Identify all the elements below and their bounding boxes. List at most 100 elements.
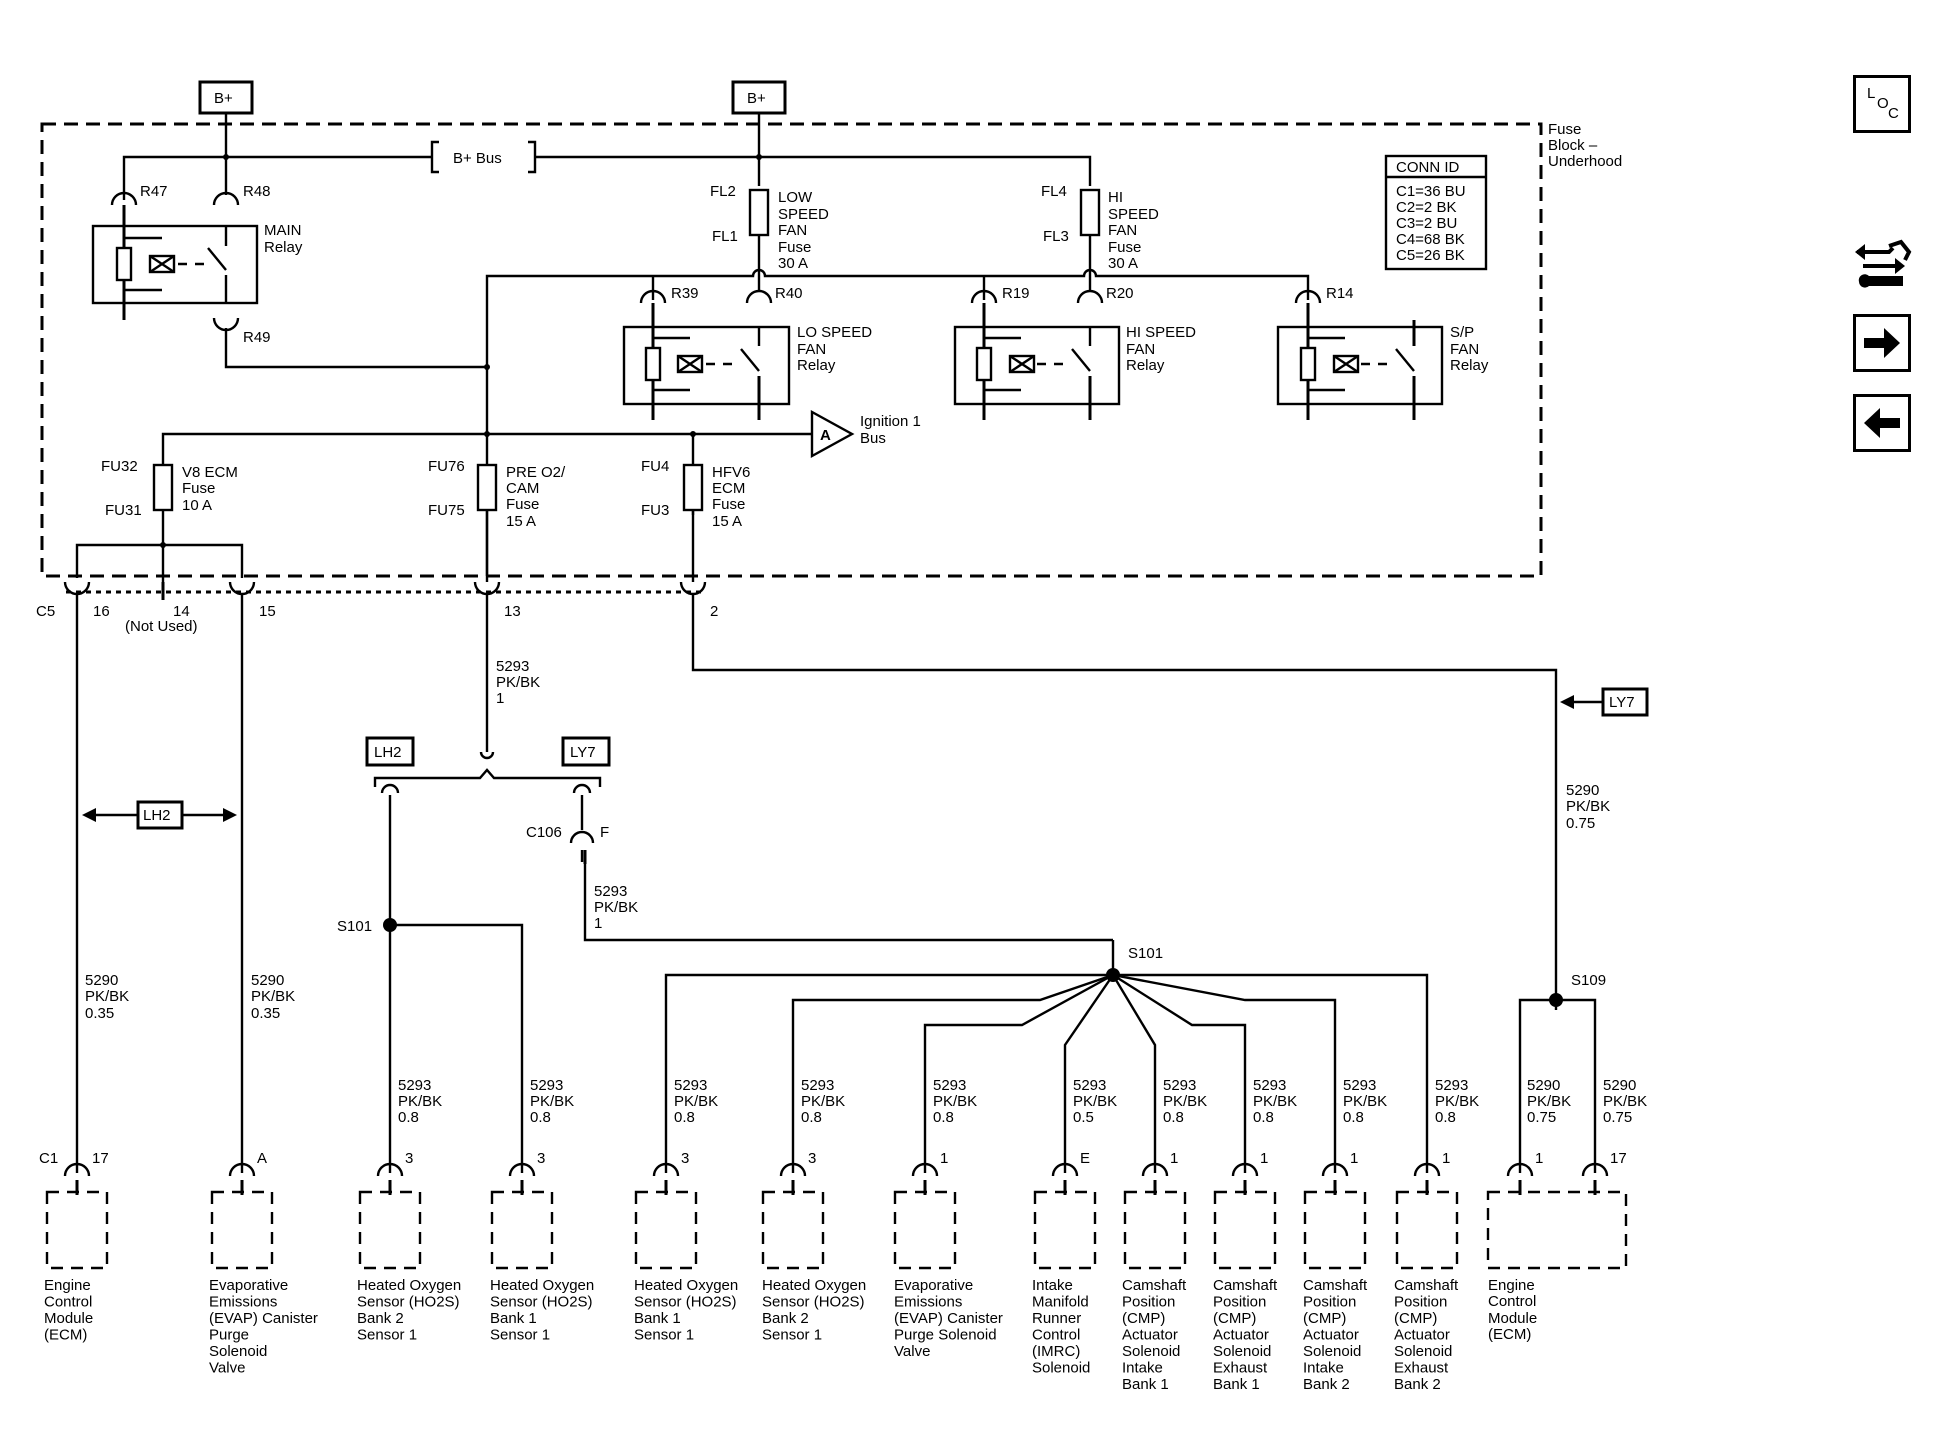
- wire-label-5293-b: 5293 PK/BK 1: [594, 883, 638, 932]
- svg-text:10 A: 10 A: [182, 497, 212, 514]
- svg-text:Camshaft: Camshaft: [1213, 1277, 1278, 1294]
- svg-text:S109: S109: [1571, 972, 1606, 989]
- svg-text:Engine: Engine: [44, 1277, 91, 1294]
- svg-text:FU76: FU76: [428, 458, 465, 475]
- location-view-button[interactable]: L O C: [1853, 75, 1911, 133]
- bplus-bus-label: B+ Bus: [430, 140, 537, 174]
- svg-text:5293: 5293: [1163, 1077, 1196, 1094]
- svg-text:LO SPEED: LO SPEED: [797, 324, 872, 341]
- svg-text:5293: 5293: [496, 658, 529, 675]
- svg-text:Sensor 1: Sensor 1: [357, 1327, 417, 1344]
- svg-text:PK/BK: PK/BK: [801, 1093, 845, 1110]
- svg-text:1: 1: [1170, 1150, 1178, 1167]
- svg-text:LOW: LOW: [778, 189, 813, 206]
- svg-text:HFV6: HFV6: [712, 464, 750, 481]
- svg-text:PK/BK: PK/BK: [496, 674, 540, 691]
- svg-text:PK/BK: PK/BK: [674, 1093, 718, 1110]
- svg-text:B+ Bus: B+ Bus: [453, 150, 502, 167]
- svg-text:5293: 5293: [530, 1077, 563, 1094]
- connector-c106: C106 F: [526, 824, 609, 864]
- svg-text:Bank 1: Bank 1: [1213, 1376, 1260, 1393]
- svg-text:R49: R49: [243, 329, 271, 346]
- svg-text:0.75: 0.75: [1566, 815, 1595, 832]
- svg-text:LH2: LH2: [374, 744, 402, 761]
- svg-text:0.35: 0.35: [85, 1005, 114, 1022]
- lo-speed-fan-relay: R39 R40 LO SPEED FAN Relay: [622, 273, 872, 420]
- low-speed-fan-fuse: FL2 FL1 LOW SPEED FAN Fuse 30 A: [710, 183, 829, 273]
- svg-text:Module: Module: [44, 1310, 93, 1327]
- svg-text:MAIN: MAIN: [264, 222, 302, 239]
- svg-text:Relay: Relay: [264, 239, 303, 256]
- component-camshaft-position-cmp-actuator-solenoid-intake-bank-2: 15293PK/BK0.8CamshaftPosition(CMP)Actuat…: [1303, 1077, 1387, 1393]
- svg-text:Heated Oxygen: Heated Oxygen: [762, 1277, 866, 1294]
- next-page-button[interactable]: [1853, 314, 1911, 372]
- svg-text:Underhood: Underhood: [1548, 153, 1622, 170]
- svg-text:5293: 5293: [1073, 1077, 1106, 1094]
- svg-text:FAN: FAN: [1450, 341, 1479, 358]
- connector-tool-button[interactable]: [1853, 238, 1915, 296]
- svg-text:R19: R19: [1002, 285, 1030, 302]
- svg-text:Bank 1: Bank 1: [490, 1310, 537, 1327]
- hfv6-ecm-fuse: FU4 FU3 HFV6 ECM Fuse 15 A: [641, 458, 750, 530]
- svg-text:PK/BK: PK/BK: [251, 988, 295, 1005]
- splice-s101-ly7: S101: [664, 940, 1429, 1173]
- loc-icon: L O C: [1867, 85, 1899, 122]
- bplus-left-label: B+: [198, 80, 254, 115]
- svg-text:Sensor (HO2S): Sensor (HO2S): [634, 1294, 737, 1311]
- svg-text:Bank 2: Bank 2: [762, 1310, 809, 1327]
- svg-text:Module: Module: [1488, 1310, 1537, 1327]
- svg-text:17: 17: [1610, 1150, 1627, 1167]
- svg-text:PK/BK: PK/BK: [530, 1093, 574, 1110]
- svg-text:Position: Position: [1303, 1294, 1356, 1311]
- wire-label-evap: 5290 PK/BK 0.35: [251, 972, 295, 1022]
- component-evaporative-emissions-evap-canister-purge-solenoid-valve: 15293PK/BK0.8EvaporativeEmissions(EVAP) …: [893, 1077, 1003, 1360]
- svg-text:FU3: FU3: [641, 502, 669, 519]
- svg-text:Actuator: Actuator: [1213, 1327, 1269, 1344]
- svg-text:0.5: 0.5: [1073, 1109, 1094, 1126]
- svg-text:5293: 5293: [1343, 1077, 1376, 1094]
- svg-text:Intake: Intake: [1122, 1360, 1163, 1377]
- svg-text:Block –: Block –: [1548, 137, 1598, 154]
- sp-fan-relay: R14 S/P FAN Relay: [1276, 285, 1489, 420]
- fuse-block-outline: [40, 122, 1543, 578]
- svg-text:Solenoid: Solenoid: [209, 1343, 267, 1360]
- svg-text:1: 1: [940, 1150, 948, 1167]
- svg-text:FL3: FL3: [1043, 228, 1069, 245]
- svg-text:5293: 5293: [933, 1077, 966, 1094]
- svg-text:C1: C1: [39, 1150, 58, 1167]
- svg-text:Bank 2: Bank 2: [1303, 1376, 1350, 1393]
- svg-text:PK/BK: PK/BK: [1343, 1093, 1387, 1110]
- svg-text:FAN: FAN: [778, 222, 807, 239]
- previous-page-button[interactable]: [1853, 394, 1911, 452]
- svg-text:R48: R48: [243, 183, 271, 200]
- wire-label-5290-right: 5290 PK/BK 0.75: [1566, 782, 1610, 832]
- svg-text:PK/BK: PK/BK: [1163, 1093, 1207, 1110]
- svg-text:(CMP): (CMP): [1122, 1310, 1165, 1327]
- svg-text:Sensor (HO2S): Sensor (HO2S): [357, 1294, 460, 1311]
- svg-text:(CMP): (CMP): [1394, 1310, 1437, 1327]
- svg-text:Fuse: Fuse: [506, 496, 539, 513]
- svg-text:(IMRC): (IMRC): [1032, 1343, 1080, 1360]
- svg-text:S101: S101: [337, 918, 372, 935]
- svg-text:B+: B+: [214, 90, 233, 107]
- svg-text:FL1: FL1: [712, 228, 738, 245]
- svg-text:Valve: Valve: [894, 1343, 930, 1360]
- svg-text:Control: Control: [1032, 1327, 1080, 1344]
- svg-text:PK/BK: PK/BK: [1527, 1093, 1571, 1110]
- main-relay: R47 R48 R49 MAIN Relay: [91, 157, 303, 346]
- svg-text:Solenoid: Solenoid: [1394, 1343, 1452, 1360]
- component-camshaft-position-cmp-actuator-solenoid-exhaust-bank-2: 15293PK/BK0.8CamshaftPosition(CMP)Actuat…: [1394, 1077, 1479, 1393]
- option-lh2-left: LH2: [82, 800, 237, 830]
- svg-text:Position: Position: [1394, 1294, 1447, 1311]
- svg-text:5293: 5293: [1435, 1077, 1468, 1094]
- svg-text:0.8: 0.8: [530, 1109, 551, 1126]
- svg-text:ECM: ECM: [712, 480, 745, 497]
- svg-text:1: 1: [496, 690, 504, 707]
- svg-text:C4=68 BK: C4=68 BK: [1396, 231, 1465, 248]
- svg-text:(CMP): (CMP): [1213, 1310, 1256, 1327]
- svg-text:A: A: [820, 427, 831, 444]
- svg-text:FAN: FAN: [1108, 222, 1137, 239]
- component-camshaft-position-cmp-actuator-solenoid-intake-bank-1: 15293PK/BK0.8CamshaftPosition(CMP)Actuat…: [1122, 1077, 1207, 1393]
- wrench-arrows-icon: [1855, 239, 1912, 288]
